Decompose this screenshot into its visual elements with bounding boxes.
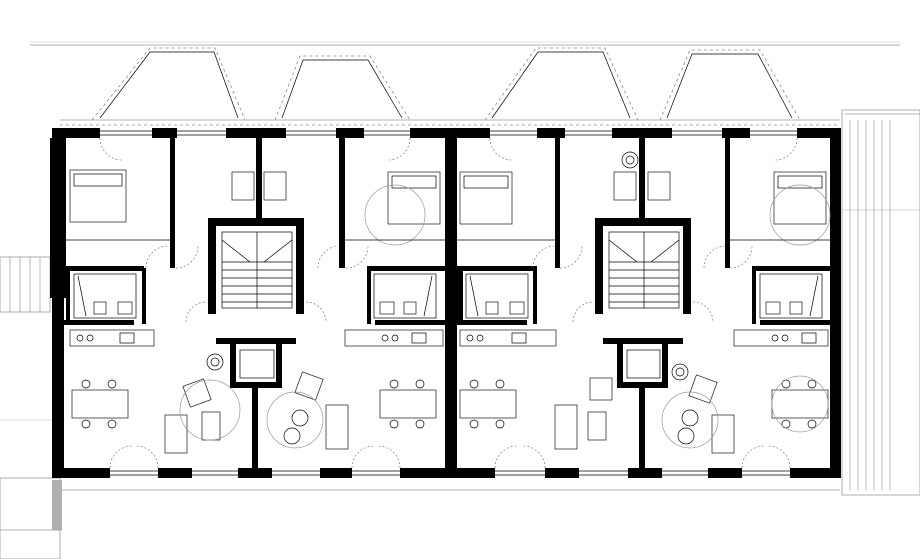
exterior-walls <box>50 128 841 478</box>
kitchens <box>69 329 829 347</box>
dining-tables <box>71 375 829 433</box>
window-glazing <box>100 130 797 476</box>
adjacent-building-left <box>0 256 62 559</box>
living-room-furniture <box>164 371 735 454</box>
beds <box>69 169 831 246</box>
stairs <box>221 231 680 379</box>
bay-window-projections <box>60 47 840 126</box>
desks <box>64 171 830 241</box>
plants <box>206 151 689 381</box>
interior-walls <box>64 138 830 468</box>
construction-lines <box>0 41 920 491</box>
door-swings <box>99 137 798 469</box>
adjacent-building-right <box>841 109 920 496</box>
bathrooms <box>73 273 823 319</box>
